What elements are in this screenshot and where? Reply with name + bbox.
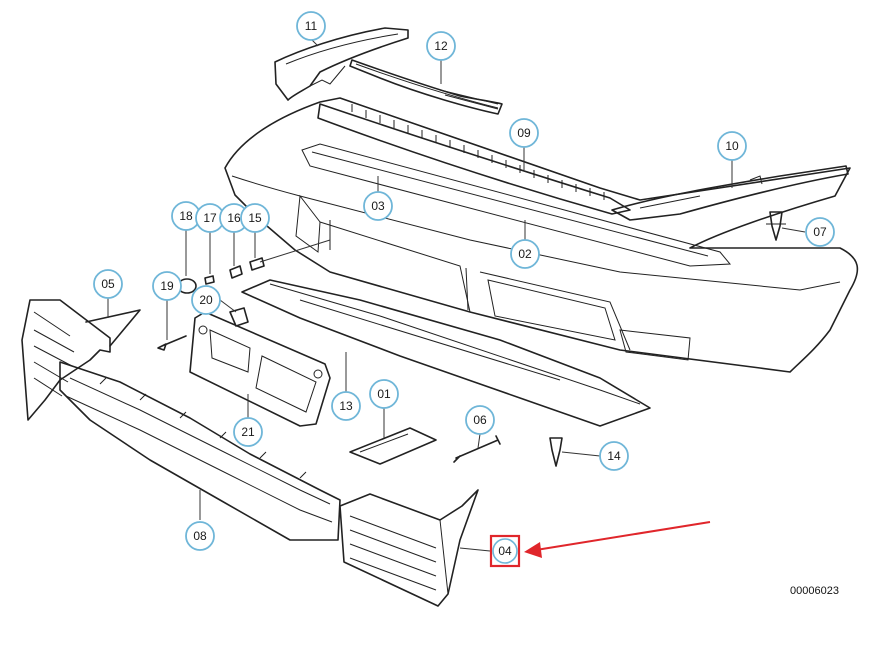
svg-text:04: 04: [498, 544, 512, 558]
part-14-clip: [549, 437, 563, 467]
callout-02: 02: [510, 239, 540, 269]
svg-text:20: 20: [199, 293, 213, 307]
fasteners-18-17-16-15: [177, 239, 331, 294]
svg-text:08: 08: [193, 529, 207, 543]
svg-text:21: 21: [241, 425, 255, 439]
svg-text:01: 01: [377, 387, 391, 401]
callout-leaders: [107, 37, 806, 552]
highlight-arrow: [524, 521, 711, 558]
svg-text:18: 18: [179, 209, 193, 223]
callout-19: 19: [152, 271, 182, 301]
part-04-right-grate: [339, 489, 479, 607]
svg-text:19: 19: [160, 279, 174, 293]
svg-text:13: 13: [339, 399, 353, 413]
callout-07: 07: [805, 217, 835, 247]
svg-text:02: 02: [518, 247, 532, 261]
part-07-clip: [766, 211, 786, 241]
part-01-bracket: [349, 427, 437, 465]
callout-15: 15: [240, 203, 270, 233]
callout-11: 11: [296, 11, 326, 41]
part-13-support-beam: [241, 279, 651, 427]
svg-text:14: 14: [607, 449, 621, 463]
callout-06: 06: [465, 405, 495, 435]
part-12-rubber-strip: [349, 59, 503, 115]
callout-04-highlight: 04: [489, 534, 521, 568]
callout-13: 13: [331, 391, 361, 421]
svg-text:10: 10: [725, 139, 739, 153]
callout-09: 09: [509, 118, 539, 148]
svg-text:06: 06: [473, 413, 487, 427]
callout-03: 03: [363, 191, 393, 221]
part-11-upper-trim: [274, 27, 409, 101]
svg-text:05: 05: [101, 277, 115, 291]
part-21-bracket: [189, 311, 331, 427]
svg-text:03: 03: [371, 199, 385, 213]
svg-text:16: 16: [227, 211, 241, 225]
svg-text:11: 11: [305, 19, 318, 33]
callout-20: 20: [191, 285, 221, 315]
fasteners-20-19: [157, 307, 249, 351]
part-main-bumper-cover: [224, 97, 859, 373]
svg-text:17: 17: [203, 211, 217, 225]
part-06-rod: [453, 435, 501, 463]
part-08-lower-grille: [59, 361, 341, 541]
callout-12: 12: [426, 31, 456, 61]
document-number: 00006023: [790, 585, 839, 597]
callout-01: 01: [369, 379, 399, 409]
part-09-grille-strip: [317, 103, 631, 215]
callout-21: 21: [233, 417, 263, 447]
callout-10: 10: [717, 131, 747, 161]
callout-16: 16: [219, 203, 249, 233]
svg-text:09: 09: [517, 126, 531, 140]
callout-14: 14: [599, 441, 629, 471]
part-10-right-trim: [611, 165, 849, 221]
callout-08: 08: [185, 521, 215, 551]
svg-text:07: 07: [813, 225, 827, 239]
svg-text:15: 15: [248, 211, 262, 225]
part-05-left-grate: [21, 299, 141, 421]
svg-text:12: 12: [434, 39, 448, 53]
callout-05: 05: [93, 269, 123, 299]
